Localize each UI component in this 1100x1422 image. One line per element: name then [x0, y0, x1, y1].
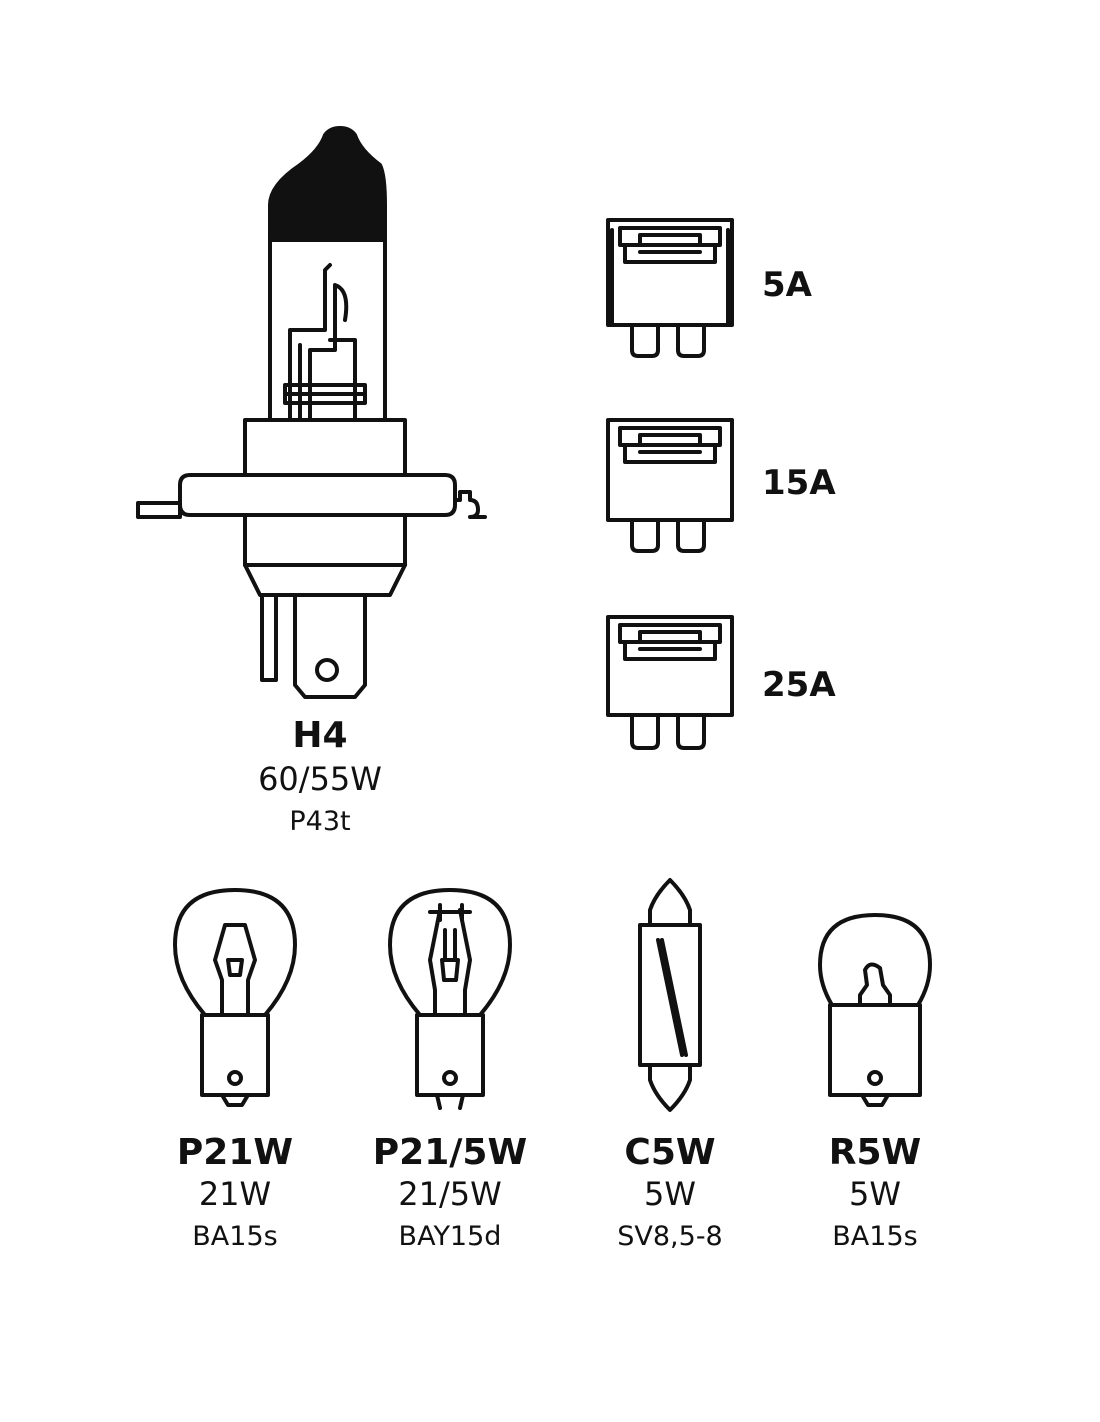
c5w-wattage: 5W: [644, 1175, 696, 1213]
fuse-15a-label: 15A: [762, 463, 836, 503]
r5w-base: BA15s: [832, 1221, 918, 1252]
h4-base: P43t: [289, 806, 351, 837]
p21-5w-name: P21/5W: [372, 1132, 528, 1173]
p21-5w-bulb-icon: [388, 888, 512, 1110]
c5w-name: C5W: [624, 1132, 716, 1173]
p21-5w-wattage: 21/5W: [398, 1175, 502, 1213]
r5w-wattage: 5W: [849, 1175, 901, 1213]
r5w-bulb-icon: [818, 913, 932, 1107]
r5w-name: R5W: [828, 1132, 922, 1173]
fuse-25a-icon: [606, 615, 734, 750]
fuse-15a-icon: [606, 418, 734, 553]
p21w-base: BA15s: [192, 1221, 278, 1252]
fuse-5a-label: 5A: [762, 265, 812, 305]
fuse-5a-icon: [606, 218, 734, 358]
p21w-bulb-icon: [173, 888, 297, 1107]
fuse-25a-label: 25A: [762, 665, 836, 705]
p21w-wattage: 21W: [198, 1175, 272, 1213]
h4-bulb-icon: [136, 126, 487, 699]
c5w-base: SV8,5-8: [617, 1221, 723, 1252]
h4-wattage: 60/55W: [258, 760, 382, 798]
c5w-bulb-icon: [638, 878, 702, 1112]
p21-5w-base: BAY15d: [398, 1221, 502, 1252]
h4-name: H4: [292, 715, 348, 756]
p21w-name: P21W: [176, 1132, 294, 1173]
